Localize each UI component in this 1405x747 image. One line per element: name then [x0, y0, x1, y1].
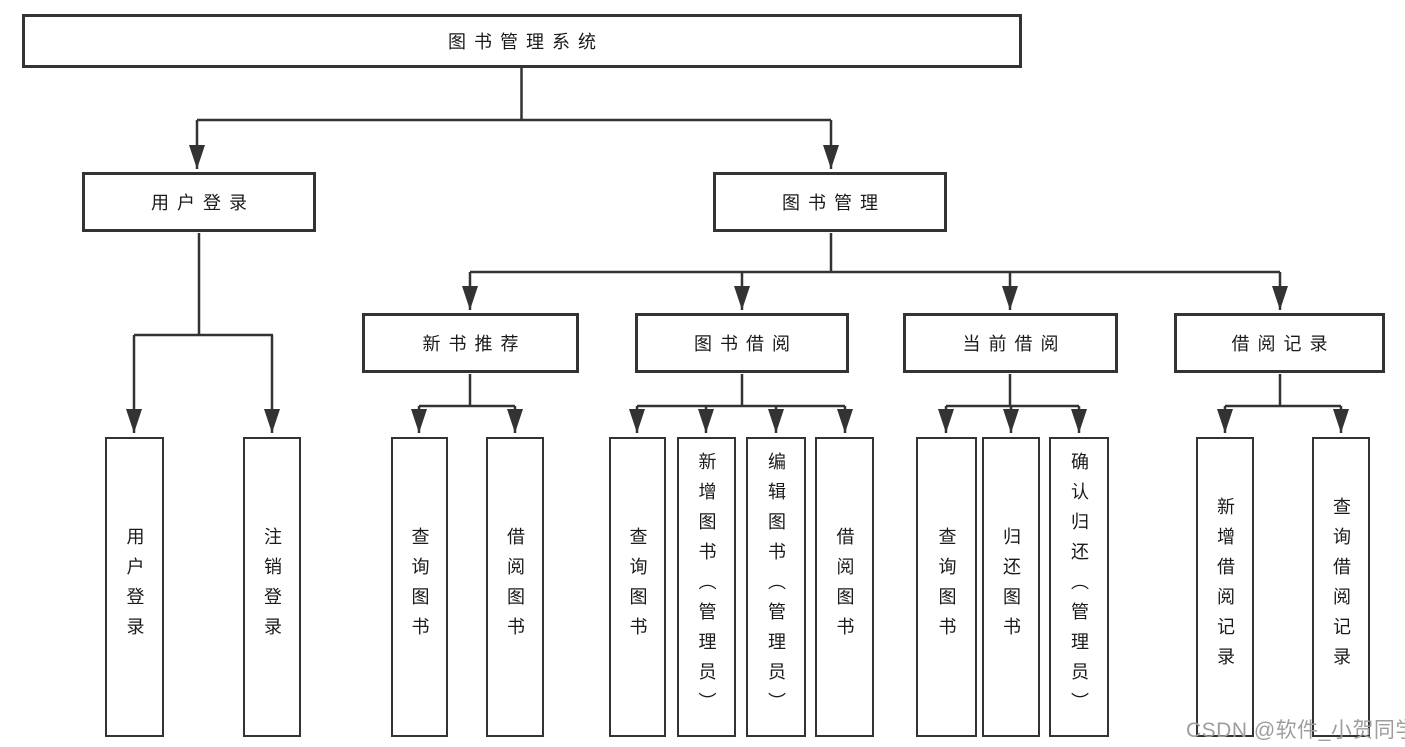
leaf-label: 注销登录 [262, 527, 282, 647]
leaf-label: 查询图书 [936, 527, 957, 647]
node-label: 当前借阅 [962, 334, 1067, 354]
csdn-watermark: CSDN @软件_小贺同学 [1186, 719, 1405, 742]
node-label: 借阅记录 [1231, 334, 1336, 354]
node-new-book-recommend: 新书推荐 [362, 313, 579, 373]
node-root-system: 图书管理系统 [22, 14, 1022, 68]
leaf-label: 借阅图书 [505, 527, 525, 647]
leaf-query-borrow-record: 查询借阅记录 [1312, 437, 1370, 737]
leaf-user-login: 用户登录 [105, 437, 164, 737]
node-book-borrow: 图书借阅 [635, 313, 849, 373]
node-book-management: 图书管理 [713, 172, 947, 232]
leaf-query-books-borrow: 查询图书 [609, 437, 666, 737]
leaf-label: 编辑图书（管理员） [766, 452, 786, 722]
leaf-confirm-return-admin: 确认归还（管理员） [1049, 437, 1109, 737]
node-label: 用户登录 [151, 193, 255, 213]
leaf-add-books-admin: 新增图书（管理员） [677, 437, 736, 737]
leaf-logout: 注销登录 [243, 437, 301, 737]
leaf-return-books: 归还图书 [982, 437, 1040, 737]
leaf-label: 查询图书 [627, 527, 648, 647]
node-label: 新书推荐 [422, 334, 527, 354]
node-label: 图书管理 [782, 193, 886, 213]
node-borrow-records: 借阅记录 [1174, 313, 1385, 373]
leaf-edit-books-admin: 编辑图书（管理员） [746, 437, 806, 737]
leaf-query-books-current: 查询图书 [916, 437, 977, 737]
leaf-label: 借阅图书 [834, 527, 855, 647]
leaf-add-borrow-record: 新增借阅记录 [1196, 437, 1254, 737]
leaf-borrow-books: 借阅图书 [815, 437, 874, 737]
node-user-login: 用户登录 [82, 172, 316, 232]
leaf-query-books-recommend: 查询图书 [391, 437, 448, 737]
leaf-label: 确认归还（管理员） [1069, 452, 1089, 722]
leaf-label: 新增借阅记录 [1215, 497, 1235, 677]
node-current-borrow: 当前借阅 [903, 313, 1118, 373]
leaf-label: 用户登录 [124, 527, 145, 647]
leaf-label: 查询借阅记录 [1331, 497, 1351, 677]
leaf-label: 查询图书 [409, 527, 430, 647]
leaf-label: 新增图书（管理员） [696, 452, 717, 722]
leaf-borrow-books-recommend: 借阅图书 [486, 437, 544, 737]
node-root-label: 图书管理系统 [448, 32, 604, 52]
node-label: 图书借阅 [694, 334, 798, 354]
leaf-label: 归还图书 [1001, 527, 1021, 647]
